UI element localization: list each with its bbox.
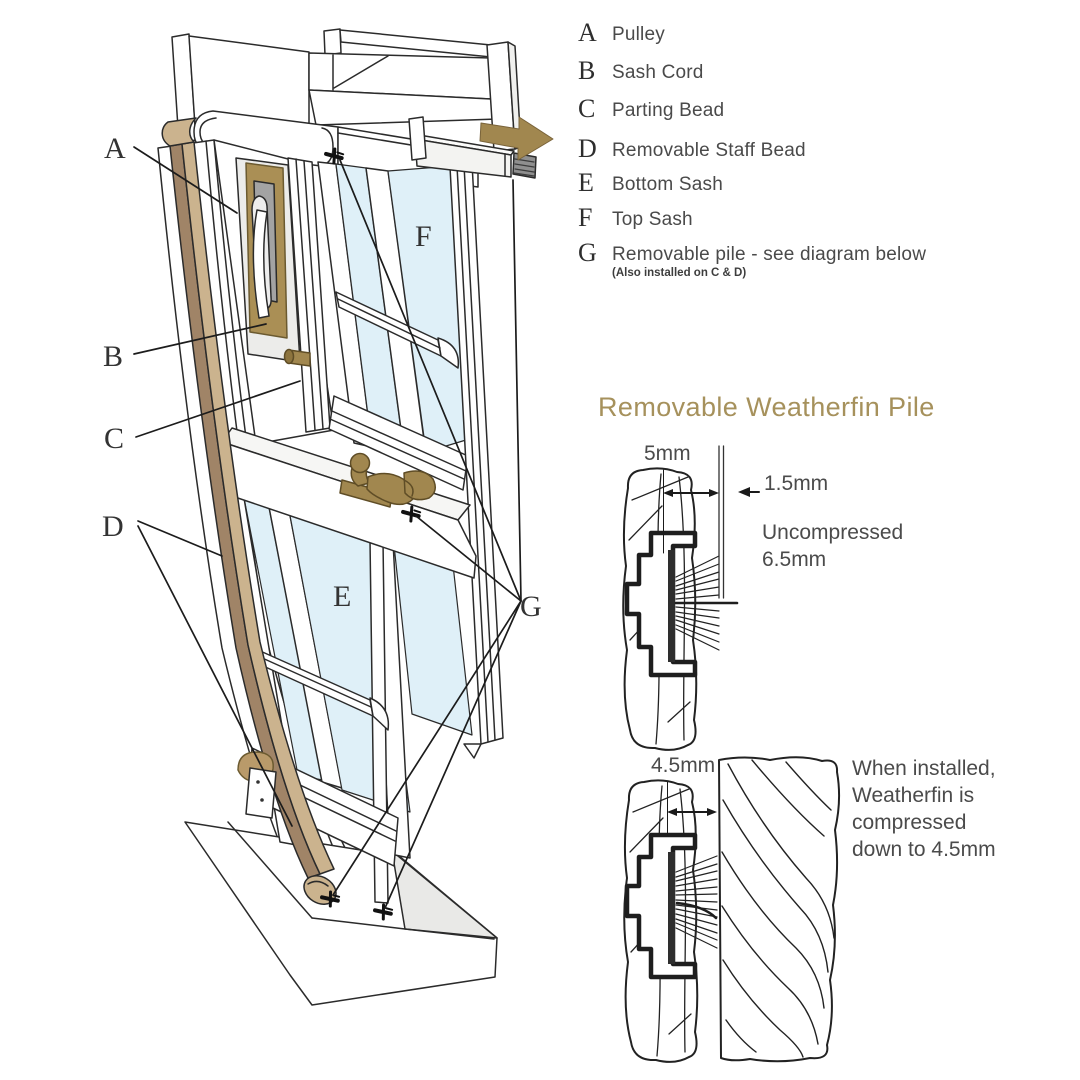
callout-letter-e: E xyxy=(333,580,351,613)
staff-bead xyxy=(161,117,337,905)
callout-letter-a: A xyxy=(104,132,126,165)
legend-label: Pulley xyxy=(612,24,665,45)
dimension-5mm xyxy=(663,469,719,554)
sill xyxy=(184,821,498,1006)
dim-1-5mm: 1.5mm xyxy=(764,472,829,495)
slide-out-arrow-icon xyxy=(479,116,554,161)
uncompressed-note: Uncompressed 6.5mm xyxy=(762,519,903,573)
diagram-letters: A B C D E F G xyxy=(102,132,542,623)
detail-uncompressed xyxy=(622,445,760,751)
opposing-timber xyxy=(718,756,841,1063)
weatherfin-fin-compressed xyxy=(675,901,718,920)
installed-note-line2: Weatherfin is xyxy=(852,784,975,807)
bottom-sash xyxy=(221,493,473,904)
legend-row-parting-bead: C Parting Bead xyxy=(578,96,724,122)
sash-cord xyxy=(252,209,270,319)
callout-letter-b: B xyxy=(103,340,123,373)
legend-label: Removable Staff Bead xyxy=(612,140,806,161)
detail-section-title: Removable Weatherfin Pile xyxy=(598,392,935,422)
top-sash xyxy=(317,161,469,491)
frame-head xyxy=(171,28,522,152)
legend-label: Top Sash xyxy=(612,209,693,230)
installed-note-line3: compressed xyxy=(852,811,967,834)
dim-5mm: 5mm xyxy=(644,442,691,465)
legend-row-top-sash: F Top Sash xyxy=(578,205,693,231)
window-illustration xyxy=(133,28,554,1006)
legend-letter: D xyxy=(578,134,597,163)
dimension-4-5mm xyxy=(667,781,717,836)
callout-letter-c: C xyxy=(104,422,124,455)
pulley-assembly xyxy=(235,157,301,363)
legend-label: Removable pile - see diagram below xyxy=(612,244,927,265)
legend-label: Parting Bead xyxy=(612,100,725,121)
legend-row-pulley: A Pulley xyxy=(578,20,665,46)
legend-label: Bottom Sash xyxy=(612,174,723,195)
legend-row-staff-bead: D Removable Staff Bead xyxy=(578,136,806,162)
legend-letter: B xyxy=(578,56,596,85)
dim-4-5mm: 4.5mm xyxy=(651,754,716,777)
dimension-1-5mm xyxy=(738,487,760,497)
installed-note-line1: When installed, xyxy=(852,757,996,780)
legend-letter: C xyxy=(578,94,596,123)
uncompressed-note-line1: Uncompressed xyxy=(762,521,904,544)
sash-stop-knob xyxy=(283,348,311,367)
callout-letter-f: F xyxy=(415,220,432,253)
uncompressed-note-line2: 6.5mm xyxy=(762,548,827,571)
pile-bristles xyxy=(675,555,720,651)
callout-letter-g: G xyxy=(520,590,542,623)
leader-lines xyxy=(133,146,522,909)
legend-letter: G xyxy=(578,238,597,267)
legend-row-removable-pile: G Removable pile - see diagram below (Al… xyxy=(578,238,927,280)
legend-row-bottom-sash: E Bottom Sash xyxy=(578,170,723,196)
sash-lock xyxy=(339,452,436,508)
detail-compressed xyxy=(623,756,841,1063)
removable-pile-bar xyxy=(408,116,537,179)
installed-note-line4: down to 4.5mm xyxy=(852,838,996,861)
legend-label: Sash Cord xyxy=(612,62,704,83)
callout-letter-d: D xyxy=(102,510,124,543)
installed-note: When installed, Weatherfin is compressed… xyxy=(852,755,996,863)
legend-letter: A xyxy=(578,18,597,47)
legend-letter: E xyxy=(578,168,594,197)
legend-note: (Also installed on C & D) xyxy=(612,267,747,279)
legend-letter: F xyxy=(578,203,593,232)
legend-row-sash-cord: B Sash Cord xyxy=(578,58,704,84)
